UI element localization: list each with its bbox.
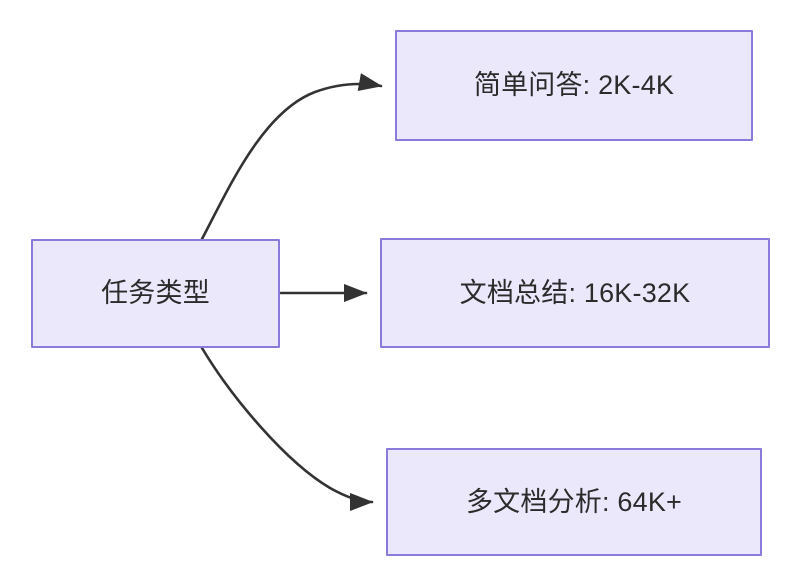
node-simple-qa[interactable]: 简单问答: 2K-4K bbox=[395, 30, 753, 141]
node-root[interactable]: 任务类型 bbox=[31, 239, 280, 348]
node-multi-doc[interactable]: 多文档分析: 64K+ bbox=[386, 448, 762, 556]
edge-root-to-multi-doc bbox=[200, 346, 374, 512]
node-simple-qa-label: 简单问答: 2K-4K bbox=[473, 70, 675, 101]
node-doc-summary-label: 文档总结: 16K-32K bbox=[459, 277, 691, 308]
node-root-label: 任务类型 bbox=[101, 278, 210, 309]
edge-root-to-simple-qa bbox=[200, 73, 383, 241]
node-multi-doc-label: 多文档分析: 64K+ bbox=[465, 486, 682, 517]
node-doc-summary[interactable]: 文档总结: 16K-32K bbox=[380, 238, 770, 348]
